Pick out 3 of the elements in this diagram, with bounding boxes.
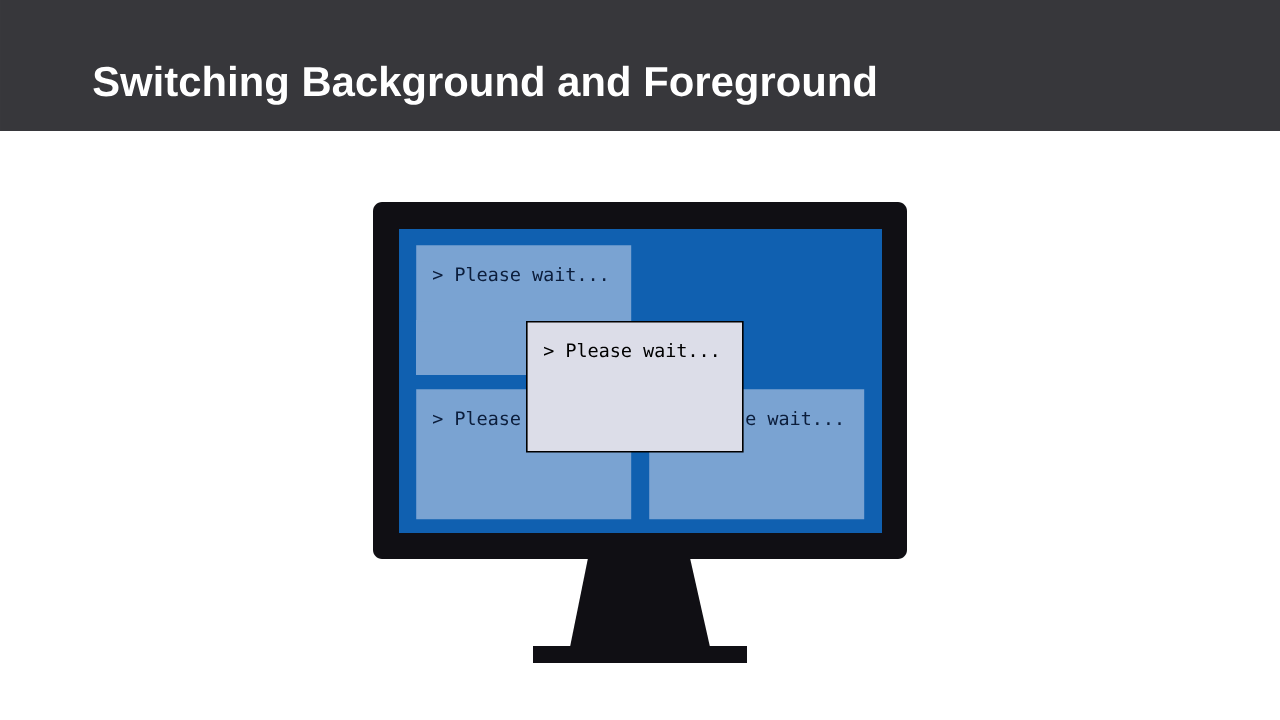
title-bar: Switching Background and Foreground [0,0,1280,131]
node-label: > Please wait... [433,266,606,282]
terminal-window: > Please wait... [526,321,744,453]
